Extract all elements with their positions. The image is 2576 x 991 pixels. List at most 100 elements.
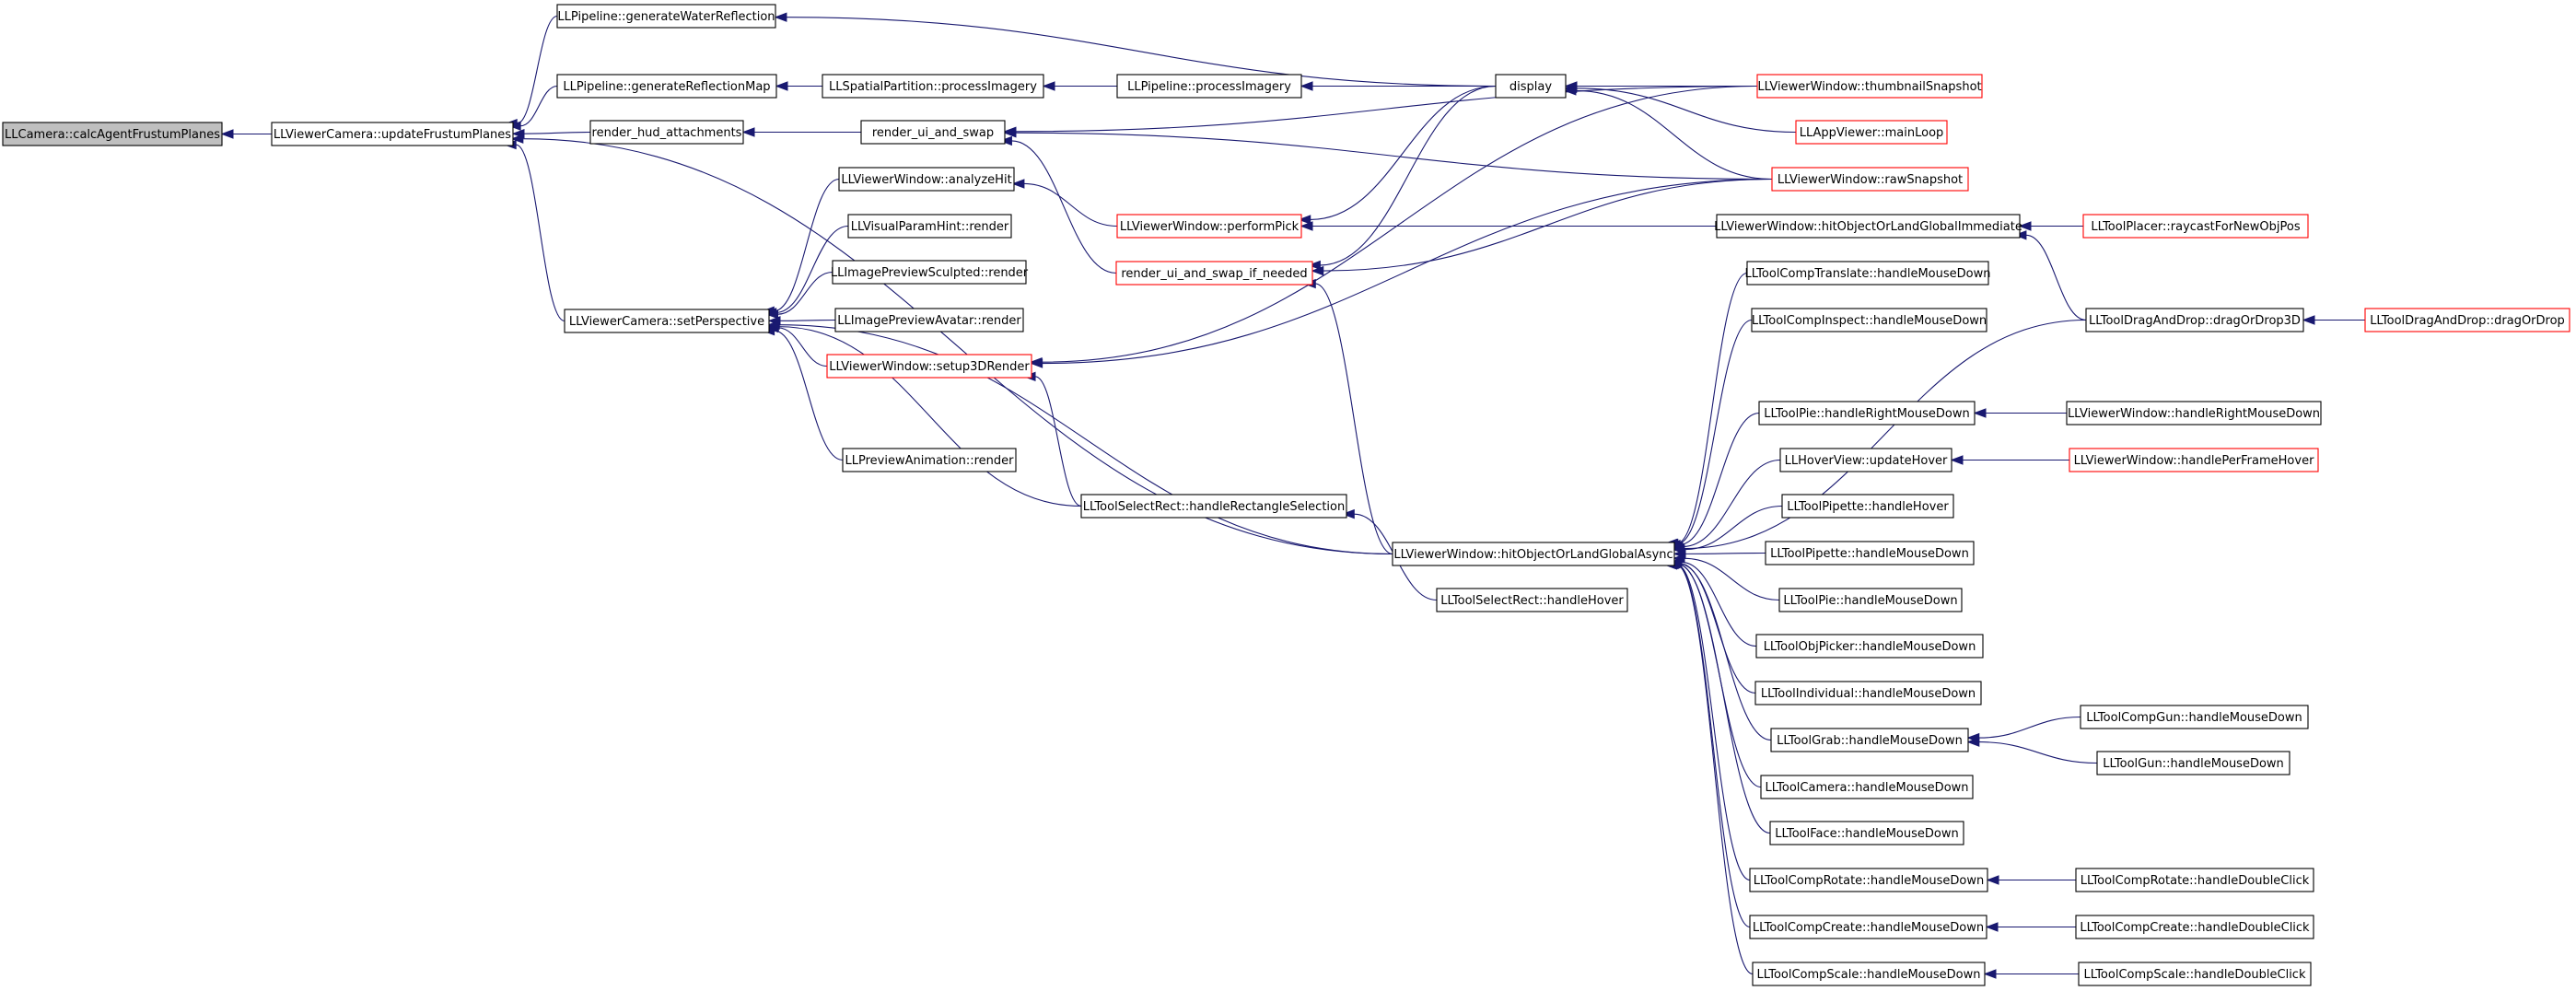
node-box bbox=[1771, 167, 1969, 192]
edge-line bbox=[1676, 564, 1751, 928]
node-box bbox=[2075, 915, 2314, 939]
edge-line bbox=[522, 138, 1393, 555]
edge-render_ui_and_swap_if_needed-to-render_ui_and_swap bbox=[999, 135, 1117, 274]
edge-rawSnapshot-to-render_ui_and_swap bbox=[1003, 128, 1773, 181]
node-raycastForNewObjPos[interactable]: LLToolPlacer::raycastForNewObjPos bbox=[2082, 214, 2309, 239]
node-label: LLPipeline::generateWaterReflection bbox=[557, 10, 775, 24]
node-label: render_ui_and_swap_if_needed bbox=[1121, 267, 1307, 281]
edge-gunMouseDown-to-grabMouseDown bbox=[1966, 737, 2098, 764]
node-render_ui_and_swap_if_needed[interactable]: render_ui_and_swap_if_needed bbox=[1115, 261, 1313, 286]
node-pieRightMouseDown[interactable]: LLToolPie::handleRightMouseDown bbox=[1758, 401, 1976, 426]
node-previewAnimationRender[interactable]: LLPreviewAnimation::render bbox=[842, 448, 1017, 472]
node-processImagerySP[interactable]: LLSpatialPartition::processImagery bbox=[822, 74, 1044, 99]
node-label: LLToolCompCreate::handleDoubleClick bbox=[2080, 921, 2310, 935]
node-pipetteMouseDown[interactable]: LLToolPipette::handleMouseDown bbox=[1765, 541, 1975, 565]
edge-line bbox=[1680, 412, 1760, 545]
node-label: LLViewerWindow::thumbnailSnapshot bbox=[1757, 80, 1981, 94]
node-label: LLToolObjPicker::handleMouseDown bbox=[1764, 640, 1976, 654]
node-processImageryP[interactable]: LLPipeline::processImagery bbox=[1116, 74, 1302, 99]
node-analyzeHit[interactable]: LLViewerWindow::analyzeHit bbox=[838, 167, 1015, 192]
node-display[interactable]: display bbox=[1495, 74, 1567, 99]
node-setup3DRender[interactable]: LLViewerWindow::setup3DRender bbox=[826, 354, 1032, 379]
node-faceMouseDown[interactable]: LLToolFace::handleMouseDown bbox=[1769, 821, 1964, 845]
node-setPerspective[interactable]: LLViewerCamera::setPerspective bbox=[564, 309, 770, 333]
edge-line bbox=[1576, 87, 1797, 134]
node-dragOrDrop3D[interactable]: LLToolDragAndDrop::dragOrDrop3D bbox=[2085, 308, 2304, 332]
node-render_hud_attachments[interactable]: render_hud_attachments bbox=[589, 120, 744, 145]
edge-arrowhead bbox=[1030, 358, 1043, 368]
edge-arrowhead bbox=[1973, 408, 1987, 418]
edge-processImageryP-to-processImagerySP bbox=[1042, 81, 1117, 91]
edge-compRotateDoubleClick-to-compRotateMouseDown bbox=[1986, 875, 2077, 885]
node-selectRectHandleHover[interactable]: LLToolSelectRect::handleHover bbox=[1436, 588, 1628, 612]
node-render_ui_and_swap[interactable]: render_ui_and_swap bbox=[860, 120, 1006, 145]
node-compCreateMouseDown[interactable]: LLToolCompCreate::handleMouseDown bbox=[1749, 915, 1987, 939]
edge-line bbox=[1011, 140, 1117, 274]
node-compScaleDoubleClick[interactable]: LLToolCompScale::handleDoubleClick bbox=[2078, 962, 2312, 986]
edge-arrowhead bbox=[1950, 455, 1964, 465]
edge-compInspectMouseDown-to-hitObjectOrLandGlobalAsync bbox=[1665, 319, 1753, 549]
node-handlePerFrameHover[interactable]: LLViewerWindow::handlePerFrameHover bbox=[2069, 448, 2319, 472]
node-pieMouseDown[interactable]: LLToolPie::handleMouseDown bbox=[1778, 588, 1963, 612]
node-label: LLViewerWindow::analyzeHit bbox=[841, 173, 1011, 187]
edge-hoverViewUpdateHover-to-hitObjectOrLandGlobalAsync bbox=[1670, 459, 1781, 552]
node-compTranslateMouseDown[interactable]: LLToolCompTranslate::handleMouseDown bbox=[1744, 261, 1991, 286]
node-pipetteHandleHover[interactable]: LLToolPipette::handleHover bbox=[1781, 494, 1954, 519]
node-label: LLToolCompCreate::handleMouseDown bbox=[1753, 921, 1984, 935]
node-label: LLCamera::calcAgentFrustumPlanes bbox=[5, 128, 220, 142]
node-performPick[interactable]: LLViewerWindow::performPick bbox=[1116, 214, 1302, 239]
node-gunMouseDown[interactable]: LLToolGun::handleMouseDown bbox=[2096, 751, 2290, 775]
node-handleRectangleSelection[interactable]: LLToolSelectRect::handleRectangleSelecti… bbox=[1080, 494, 1347, 519]
node-mainLoop[interactable]: LLAppViewer::mainLoop bbox=[1795, 120, 1948, 145]
node-grabMouseDown[interactable]: LLToolGrab::handleMouseDown bbox=[1770, 728, 1969, 752]
edge-compRotateMouseDown-to-hitObjectOrLandGlobalAsync bbox=[1664, 559, 1751, 881]
node-box bbox=[1751, 308, 1987, 332]
edge-arrowhead bbox=[1042, 81, 1055, 91]
node-visualParamHintRender[interactable]: LLVisualParamHint::render bbox=[847, 214, 1012, 239]
edge-compCreateMouseDown-to-hitObjectOrLandGlobalAsync bbox=[1663, 560, 1751, 928]
node-compRotateMouseDown[interactable]: LLToolCompRotate::handleMouseDown bbox=[1749, 868, 1988, 892]
edge-arrowhead bbox=[1300, 221, 1313, 231]
node-label: LLPreviewAnimation::render bbox=[845, 454, 1014, 468]
node-updateFrustumPlanes[interactable]: LLViewerCamera::updateFrustumPlanes bbox=[271, 122, 514, 146]
edge-display-to-processImageryP bbox=[1300, 81, 1496, 91]
node-label: LLToolCompScale::handleMouseDown bbox=[1757, 968, 1981, 982]
node-label: LLViewerCamera::updateFrustumPlanes bbox=[274, 128, 511, 142]
edge-line bbox=[1575, 89, 1773, 181]
node-compScaleMouseDown[interactable]: LLToolCompScale::handleMouseDown bbox=[1752, 962, 1986, 986]
node-individualMouseDown[interactable]: LLToolIndividual::handleMouseDown bbox=[1754, 681, 1982, 705]
node-dragOrDrop[interactable]: LLToolDragAndDrop::dragOrDrop bbox=[2364, 308, 2570, 332]
edge-arrowhead bbox=[1983, 969, 1997, 979]
edge-line bbox=[779, 324, 1393, 555]
node-compCreateDoubleClick[interactable]: LLToolCompCreate::handleDoubleClick bbox=[2075, 915, 2314, 939]
node-compInspectMouseDown[interactable]: LLToolCompInspect::handleMouseDown bbox=[1751, 308, 1987, 332]
edge-arrowhead bbox=[510, 134, 524, 144]
node-calcAgentFrustumPlanes[interactable]: LLCamera::calcAgentFrustumPlanes bbox=[2, 122, 223, 146]
node-label: render_ui_and_swap bbox=[872, 126, 994, 140]
edge-display-to-performPick bbox=[1298, 85, 1497, 225]
edge-arrowhead bbox=[1341, 508, 1355, 519]
node-hoverViewUpdateHover[interactable]: LLHoverView::updateHover bbox=[1779, 448, 1952, 472]
node-imagePreviewAvatarRender[interactable]: LLImagePreviewAvatar::render bbox=[834, 308, 1024, 332]
node-generateReflectionMap[interactable]: LLPipeline::generateReflectionMap bbox=[556, 74, 777, 99]
edge-line bbox=[774, 178, 840, 312]
node-thumbnailSnapshot[interactable]: LLViewerWindow::thumbnailSnapshot bbox=[1756, 74, 1983, 99]
node-cameraMouseDown[interactable]: LLToolCamera::handleMouseDown bbox=[1760, 775, 1974, 799]
node-box bbox=[1116, 214, 1302, 239]
node-label: LLViewerWindow::setup3DRender bbox=[829, 360, 1030, 374]
edge-line bbox=[516, 144, 565, 322]
edge-arrowhead bbox=[2302, 315, 2315, 325]
node-box bbox=[1781, 494, 1954, 519]
edge-arrowhead bbox=[999, 135, 1012, 146]
node-rawSnapshot[interactable]: LLViewerWindow::rawSnapshot bbox=[1771, 167, 1969, 192]
node-compRotateDoubleClick[interactable]: LLToolCompRotate::handleDoubleClick bbox=[2075, 868, 2314, 892]
node-compGunMouseDown[interactable]: LLToolCompGun::handleMouseDown bbox=[2080, 705, 2309, 729]
node-imagePreviewSculptedRender[interactable]: LLImagePreviewSculpted::render bbox=[831, 260, 1029, 285]
node-vwHandleRightMouseDown[interactable]: LLViewerWindow::handleRightMouseDown bbox=[2066, 401, 2322, 426]
node-box bbox=[1752, 962, 1986, 986]
node-hitObjectOrLandGlobalImmediate[interactable]: LLViewerWindow::hitObjectOrLandGlobalImm… bbox=[1714, 214, 2022, 239]
edge-line bbox=[1677, 319, 1753, 544]
node-hitObjectOrLandGlobalAsync[interactable]: LLViewerWindow::hitObjectOrLandGlobalAsy… bbox=[1392, 542, 1675, 566]
node-objPickerMouseDown[interactable]: LLToolObjPicker::handleMouseDown bbox=[1755, 634, 1984, 659]
node-generateWaterReflection[interactable]: LLPipeline::generateWaterReflection bbox=[556, 4, 776, 29]
